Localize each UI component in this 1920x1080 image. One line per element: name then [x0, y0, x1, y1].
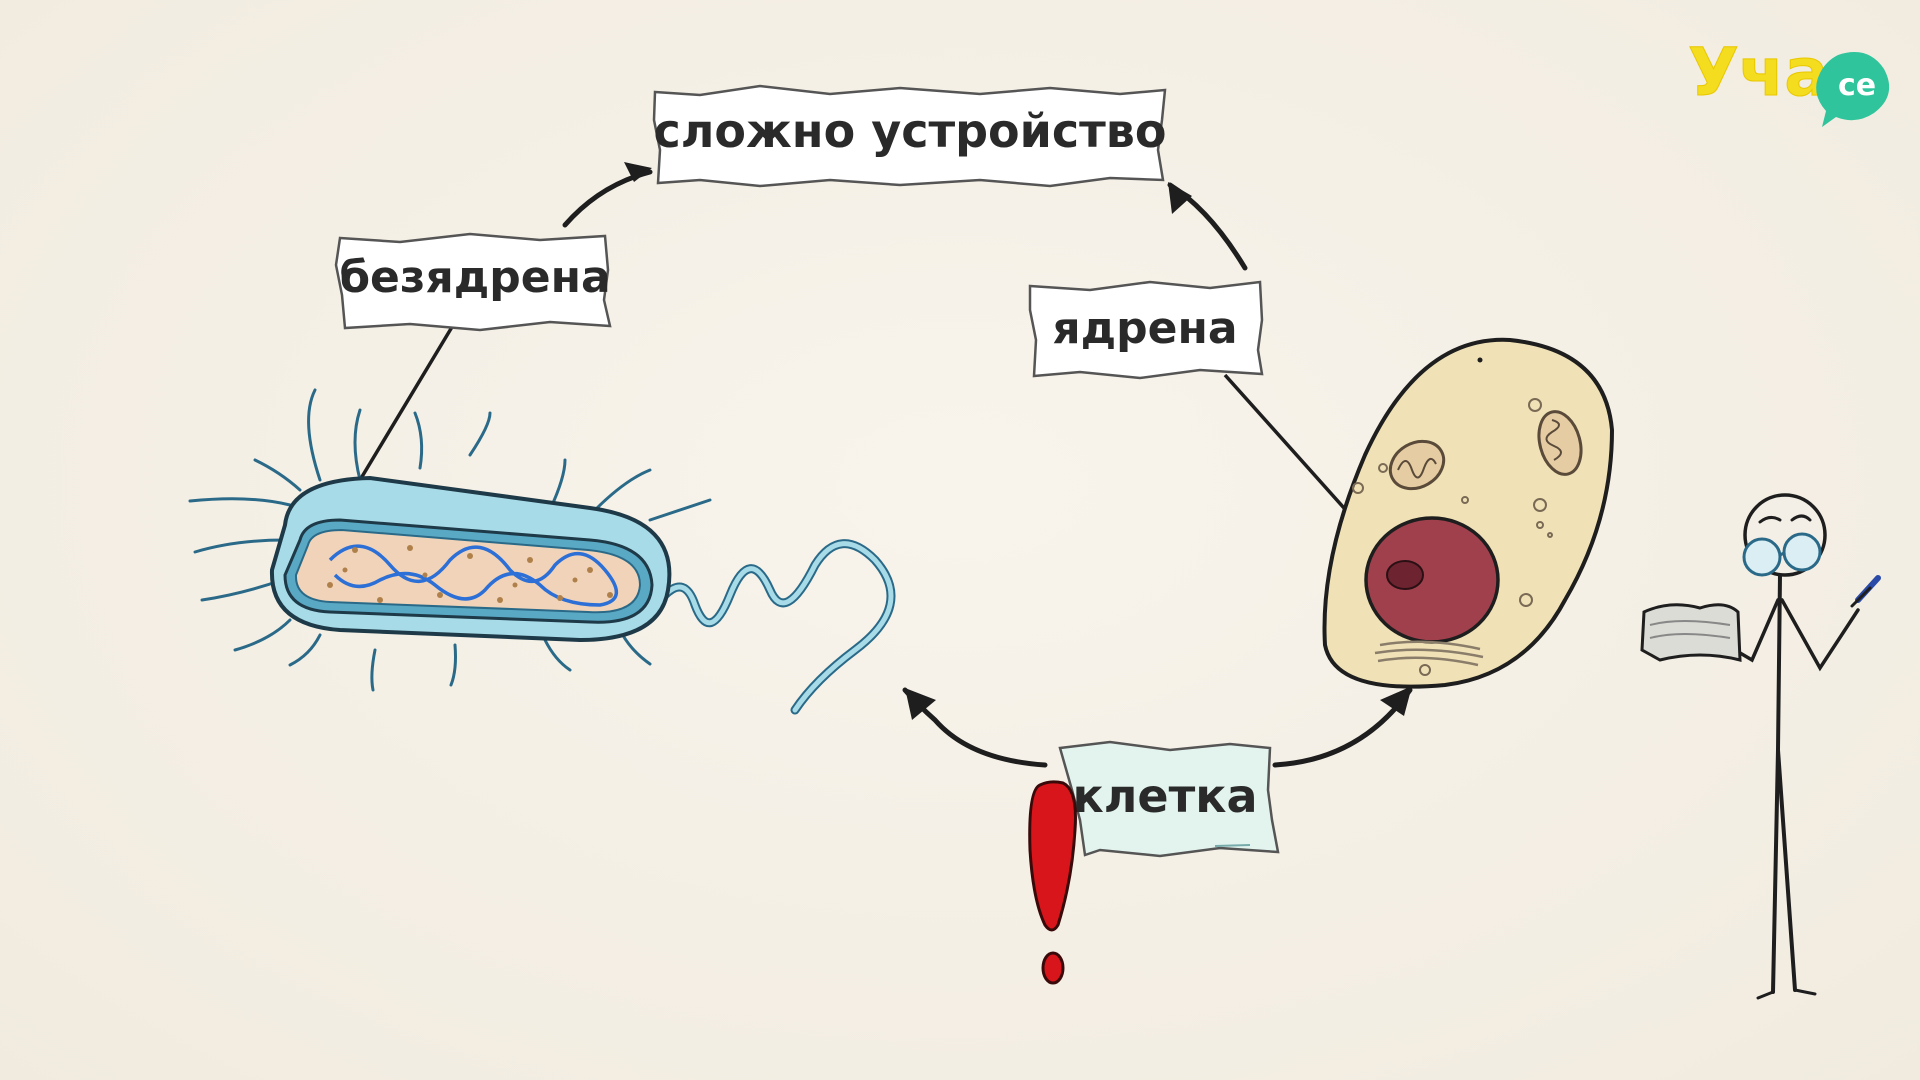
- glasses-right: [1782, 532, 1822, 572]
- stick-figure-scientist-icon: [1716, 493, 1860, 1000]
- mitochondrion-1: [1388, 439, 1446, 491]
- bacterium-ribosomes: [327, 545, 613, 603]
- figure-leg: [1776, 748, 1797, 992]
- cell-vesicles: [1352, 398, 1553, 676]
- exclamation-dot: [1041, 951, 1065, 985]
- arrow-head-bottom-right: [1380, 686, 1412, 716]
- mitochondrion-2: [1537, 410, 1583, 476]
- golgi-apparatus: [1374, 640, 1484, 667]
- exclamation-icon: [1028, 780, 1077, 985]
- arrow-head-top-left: [624, 162, 652, 182]
- cell-membrane: [1322, 337, 1615, 689]
- bacterium-pili: [188, 388, 712, 692]
- connector-arrows: [562, 169, 1413, 768]
- glasses-left: [1742, 537, 1782, 577]
- flagellum-outline: [660, 539, 896, 715]
- pen-icon: [1850, 575, 1881, 608]
- label-cell: клетка: [1072, 769, 1257, 823]
- uchase-logo: Уча се: [1688, 34, 1890, 127]
- note-top: сложно устройство: [652, 84, 1167, 188]
- arrow-left-to-top: [562, 169, 653, 228]
- nucleolus: [1386, 560, 1424, 590]
- nucleus: [1364, 516, 1500, 644]
- bacterium-dna: [328, 544, 618, 607]
- logo-main-text: Уча: [1688, 34, 1829, 111]
- label-eukaryotic: ядрена: [1052, 303, 1237, 354]
- pointer-to-bacterium: [358, 321, 457, 481]
- arrow-head-top-right: [1168, 182, 1192, 214]
- eukaryotic-cell-icon: [1322, 337, 1615, 689]
- label-complex-structure: сложно устройство: [653, 104, 1166, 158]
- note-bottom: клетка: [1058, 740, 1280, 858]
- bacterium-cytoplasm: [294, 528, 642, 614]
- logo-badge-bubble: [1816, 52, 1890, 127]
- exclamation-bar: [1028, 780, 1077, 932]
- book-icon: [1640, 603, 1742, 662]
- cell-dot: [1477, 357, 1483, 363]
- note-left: безядрена: [334, 232, 612, 332]
- bacterium-icon: [188, 388, 896, 715]
- note-right: ядрена: [1028, 280, 1264, 380]
- arrow-head-bottom-left: [905, 688, 936, 720]
- arrow-heads: [624, 162, 1412, 720]
- flagellum: [662, 541, 894, 713]
- figure-arm-right: [1780, 598, 1860, 672]
- logo-badge-text: се: [1838, 68, 1876, 103]
- label-prokaryotic: безядрена: [339, 252, 610, 303]
